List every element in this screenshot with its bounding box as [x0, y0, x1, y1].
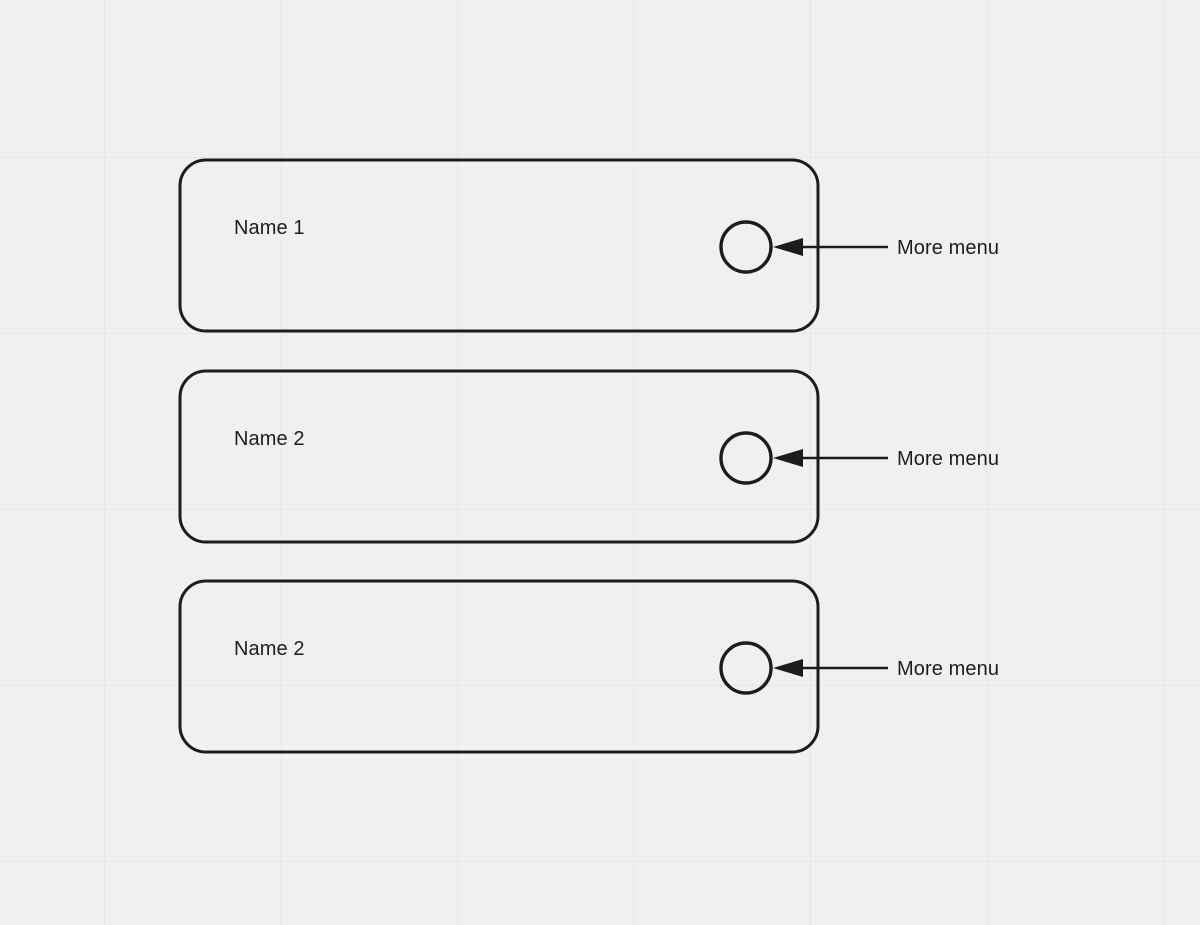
card-outline-1[interactable] — [178, 158, 820, 333]
card-label-2: Name 2 — [234, 428, 305, 450]
more-menu-circle-icon-3[interactable] — [719, 641, 773, 695]
card-group-3[interactable] — [178, 579, 888, 754]
card-group-2[interactable] — [178, 369, 888, 544]
callout-label-3: More menu — [897, 658, 1000, 680]
card-outline-3[interactable] — [178, 579, 820, 754]
more-menu-circle-icon-1[interactable] — [719, 220, 773, 274]
callout-label-1: More menu — [897, 237, 1000, 259]
callout-arrow-1 — [773, 238, 888, 256]
more-menu-circle-icon-2[interactable] — [719, 431, 773, 485]
callout-arrow-2 — [773, 449, 888, 467]
card-group-1[interactable] — [178, 158, 888, 333]
card-label-3: Name 2 — [234, 638, 305, 660]
card-label-1: Name 1 — [234, 217, 305, 239]
callout-label-2: More menu — [897, 448, 1000, 470]
card-outline-2[interactable] — [178, 369, 820, 544]
callout-arrow-3 — [773, 659, 888, 677]
